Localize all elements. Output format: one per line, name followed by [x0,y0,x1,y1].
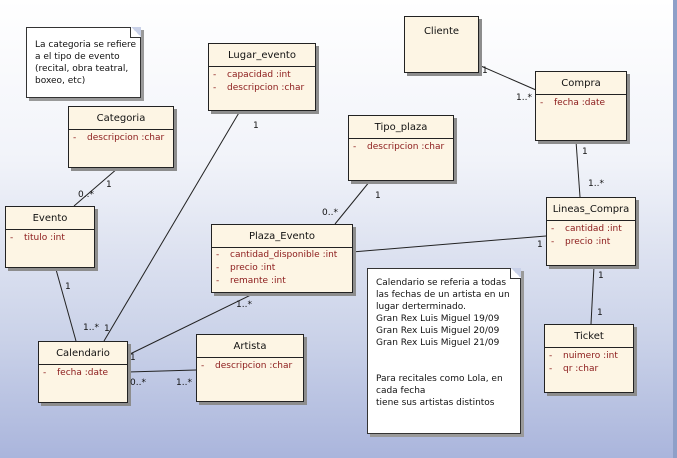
multiplicity-label: 1 [130,353,136,363]
link-plaza-evento-calendario [127,292,256,356]
link-tipo-plaza-plaza-evento [334,180,371,225]
link-lugar-evento-calendario [103,110,241,342]
class-tipo-plaza-title: Tipo_plaza [349,116,453,139]
class-tipo-plaza[interactable]: Tipo_plaza -descripcion :char [348,115,454,181]
attribute: -descripcion :char [213,83,305,93]
multiplicity-label: 1 [537,240,543,250]
multiplicity-label: 1 [597,308,603,318]
class-compra[interactable]: Compra -fecha :date [535,71,627,141]
class-plaza-evento[interactable]: Plaza_Evento -cantidad_disponible :int -… [211,224,353,293]
class-lineas-compra-title: Lineas_Compra [547,198,635,221]
attribute: -precio :int [216,263,276,273]
multiplicity-label: 1 [482,66,488,76]
multiplicity-label: 1 [375,191,381,201]
note-line: Calendario se referia a todas [376,278,507,288]
multiplicity-label: 1 [253,121,259,131]
link-compra-lineas-compra [575,140,581,198]
note-fold-corner [510,268,521,279]
link-lineas-compra-ticket [590,265,595,325]
multiplicity-label: 0..* [130,378,146,388]
class-ticket[interactable]: Ticket -nuimero :int -qr :char [544,324,634,393]
class-calendario[interactable]: Calendario -fecha :date [38,341,128,403]
note-line: Gran Rex Luis Miguel 19/09 [376,314,500,324]
note-line [376,361,512,373]
class-compra-title: Compra [536,72,626,95]
class-compra-attributes: -fecha :date [536,95,626,112]
attribute: -fecha :date [540,98,606,108]
attribute: -precio :int [551,237,611,247]
class-lugar-evento-attributes: -capacidad :int -descripcion :char [209,67,315,97]
class-plaza-evento-attributes: -cantidad_disponible :int -precio :int -… [212,248,352,290]
link-categoria-evento [73,167,119,207]
class-artista-attributes: -descripcion :char [197,358,303,375]
multiplicity-label: 0..* [322,208,338,218]
class-categoria[interactable]: Categoria -descripcion :char [68,106,174,168]
class-artista[interactable]: Artista -descripcion :char [196,334,304,402]
multiplicity-label: 1..* [236,300,252,310]
link-artista-calendario [127,369,197,373]
note-line: tiene sus artistas distintos [376,398,495,408]
class-lugar-evento[interactable]: Lugar_evento -capacidad :int -descripcio… [208,43,316,111]
attribute: -nuimero :int [549,351,618,361]
attribute: -qr :char [549,364,599,374]
class-categoria-title: Categoria [69,107,173,130]
attribute: -titulo :int [10,233,65,243]
class-cliente-title: Cliente [423,26,460,37]
multiplicity-label: 1..* [588,179,604,189]
class-tipo-plaza-attributes: -descripcion :char [349,139,453,156]
multiplicity-label: 1..* [176,378,192,388]
multiplicity-label: 1 [598,271,604,281]
calendario-note: Calendario se referia a todas las fechas… [367,268,521,434]
multiplicity-label: 1 [106,180,112,190]
class-evento-title: Evento [6,207,94,230]
attribute: -descripcion :char [353,142,445,152]
class-lineas-compra[interactable]: Lineas_Compra -cantidad :int -precio :in… [546,197,636,266]
multiplicity-label: 1..* [516,93,532,103]
multiplicity-label: 1 [104,324,110,334]
note-line: (recital, obra teatral, [35,64,129,74]
note-line: a el tipo de evento [35,52,120,62]
class-calendario-title: Calendario [39,342,127,365]
note-line: lugar derterminado. [376,302,466,312]
multiplicity-label: 1 [582,147,588,157]
categoria-note: La categoria se refiere a el tipo de eve… [26,27,141,98]
attribute: -descripcion :char [201,361,293,371]
attribute: -remante :int [216,276,286,286]
class-artista-title: Artista [197,335,303,358]
class-evento-attributes: -titulo :int [6,230,94,247]
note-line: boxeo, etc) [35,76,86,86]
class-ticket-attributes: -nuimero :int -qr :char [545,348,633,378]
multiplicity-label: 0..* [78,190,94,200]
class-evento[interactable]: Evento -titulo :int [5,206,95,268]
note-line: Gran Rex Luis Miguel 20/09 [376,326,500,336]
note-line: cada fecha [376,386,426,396]
note-line [376,349,512,361]
window-edge [673,0,677,458]
attribute: -fecha :date [43,368,109,378]
class-plaza-evento-title: Plaza_Evento [212,225,352,248]
note-line: las fechas de un artista en un [376,290,510,300]
class-cliente[interactable]: Cliente [404,16,479,73]
class-ticket-title: Ticket [545,325,633,348]
attribute: -cantidad :int [551,224,622,234]
class-calendario-attributes: -fecha :date [39,365,127,382]
link-cliente-compra [473,62,537,91]
attribute: -descripcion :char [73,133,165,143]
attribute: -capacidad :int [213,70,291,80]
link-plaza-evento-lineas-compra [351,235,547,253]
class-categoria-attributes: -descripcion :char [69,130,173,147]
attribute: -cantidad_disponible :int [216,250,338,260]
class-lineas-compra-attributes: -cantidad :int -precio :int [547,221,635,251]
note-fold-corner [130,27,141,38]
multiplicity-label: 1 [65,282,71,292]
note-line: Para recitales como Lola, en [376,374,503,384]
class-lugar-evento-title: Lugar_evento [209,44,315,67]
note-line: Gran Rex Luis Miguel 21/09 [376,338,500,348]
note-line: La categoria se refiere [35,40,137,50]
multiplicity-label: 1..* [83,323,99,333]
